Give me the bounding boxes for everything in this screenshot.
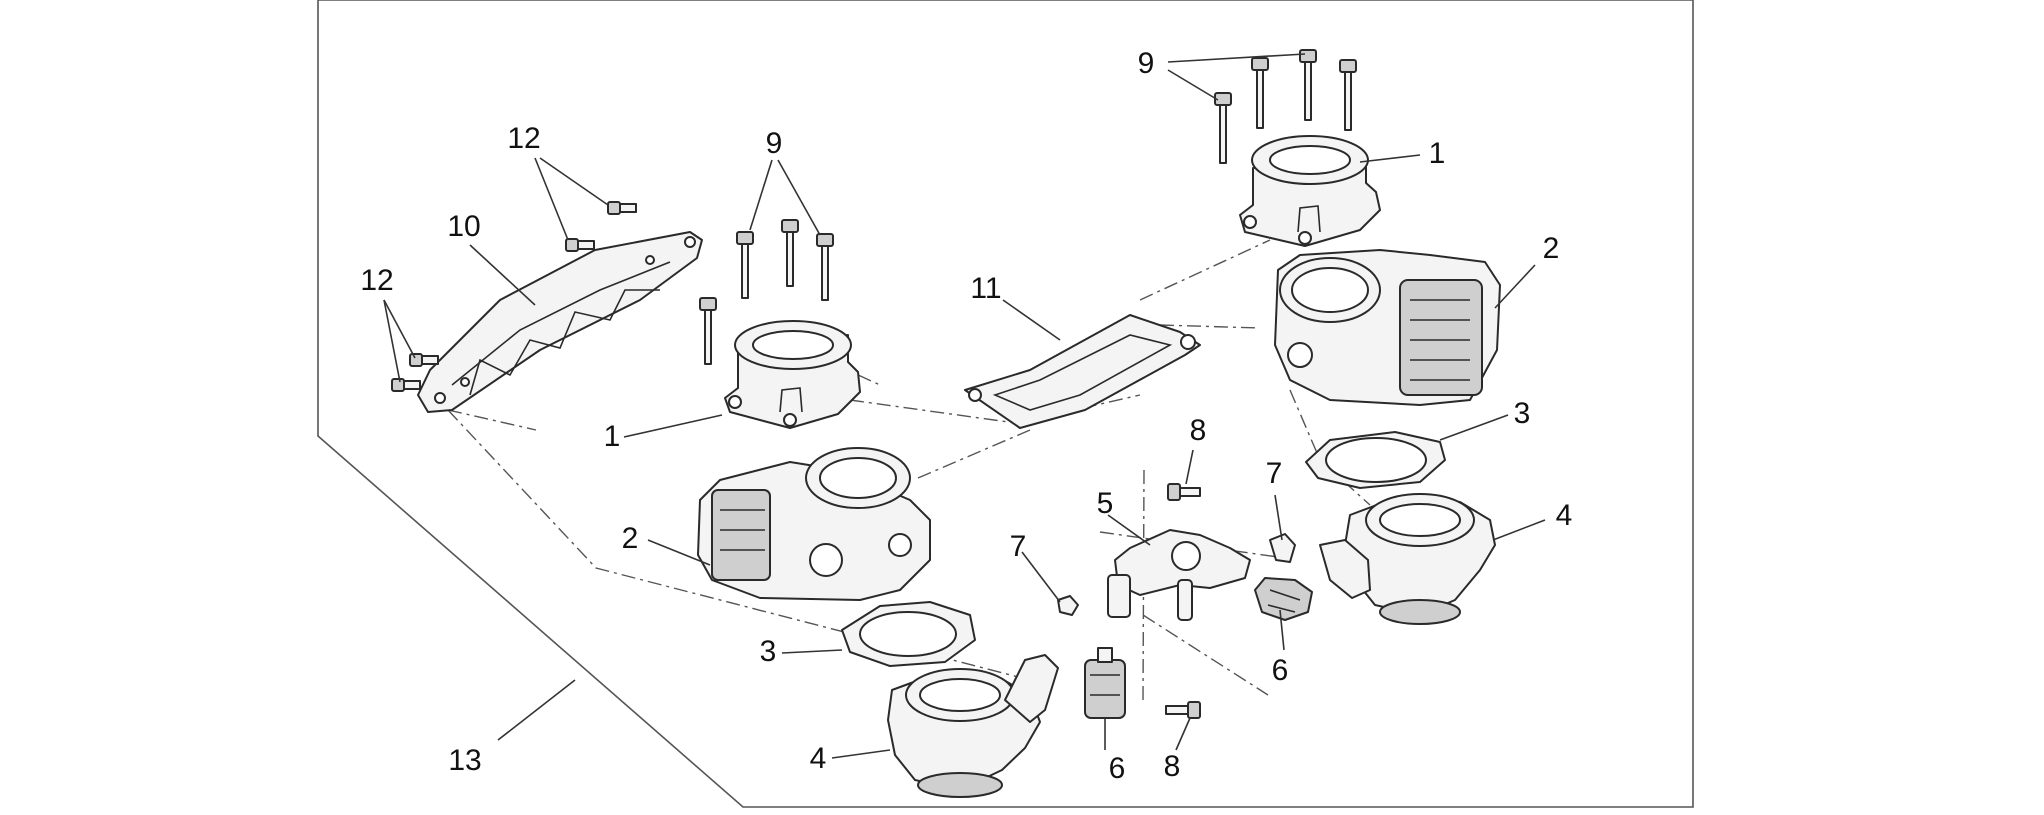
callout-11: 11 [970, 272, 1001, 305]
assembly-frame [317, 0, 1694, 808]
part-2-throttle-body-right [1274, 249, 1501, 406]
part-6-injector-right [1254, 577, 1313, 621]
part-1-adapter-right [1239, 135, 1381, 247]
callout-13: 13 [448, 744, 481, 777]
part-1-adapter-left [724, 320, 861, 429]
callout-8-top: 8 [1190, 414, 1207, 447]
part-7-clip-left [1057, 595, 1079, 616]
callout-2-left: 2 [622, 522, 639, 555]
callout-4-right: 4 [1556, 499, 1573, 532]
callout-5: 5 [1097, 487, 1114, 520]
part-5-fuel-connector [1107, 529, 1251, 621]
callout-labels: 12 12 10 9 9 11 1 1 2 2 3 3 4 4 5 7 7 8 … [360, 47, 1572, 785]
callout-7-right: 7 [1266, 457, 1283, 490]
callout-12-top: 12 [507, 122, 540, 155]
callout-8-bottom: 8 [1164, 750, 1181, 783]
callout-7-left: 7 [1010, 530, 1027, 563]
part-4-housing-left [887, 654, 1059, 798]
callout-6-left: 6 [1109, 752, 1126, 785]
callout-1-left: 1 [604, 420, 621, 453]
part-10-bracket [417, 231, 703, 413]
callout-3-left: 3 [760, 635, 777, 668]
callout-9-left: 9 [766, 127, 783, 160]
part-3-gasket-right [1305, 431, 1446, 489]
part-2-throttle-body-left [697, 447, 931, 601]
part-7-clip-right [1269, 533, 1296, 563]
part-9-bolts-right [1214, 49, 1357, 164]
callout-2-right: 2 [1543, 232, 1560, 265]
part-8-bolt-top [1167, 483, 1201, 501]
part-8-bolt-bottom [1165, 701, 1201, 719]
part-3-gasket-left [841, 601, 976, 667]
part-12-screws [391, 201, 637, 392]
part-4-housing-right [1319, 493, 1496, 625]
callout-9-right: 9 [1138, 47, 1155, 80]
part-9-bolts-left [699, 219, 834, 365]
callout-4-left: 4 [810, 742, 827, 775]
leader-lines [383, 53, 1546, 759]
callout-6-right: 6 [1272, 654, 1289, 687]
callout-1-right: 1 [1429, 137, 1446, 170]
part-11-plate [964, 314, 1201, 429]
callout-10: 10 [447, 210, 480, 243]
callout-12-left: 12 [360, 264, 393, 297]
callout-3-right: 3 [1514, 397, 1531, 430]
part-6-injector-left [1084, 647, 1126, 719]
